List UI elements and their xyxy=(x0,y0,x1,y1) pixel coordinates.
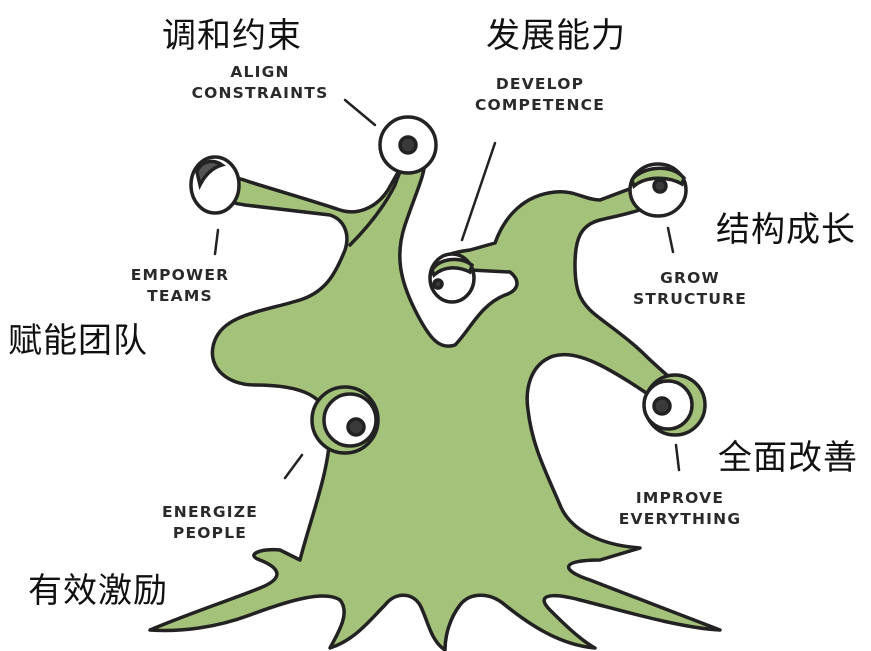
label-energize-people-en: ENERGIZE PEOPLE xyxy=(130,502,290,544)
monster-trunk xyxy=(148,150,722,651)
pointer-empower-teams xyxy=(213,228,220,256)
eye-align-constraints xyxy=(378,115,438,175)
pointer-align-constraints xyxy=(343,98,377,127)
label-align-constraints-line2: CONSTRAINTS xyxy=(191,84,329,102)
label-empower-teams-en: EMPOWER TEAMS xyxy=(105,265,255,307)
label-align-constraints-zh: 调和约束 xyxy=(162,16,302,56)
label-align-constraints-line1: ALIGN xyxy=(230,63,290,81)
label-improve-everything-line2: EVERYTHING xyxy=(618,510,742,528)
eye-empower-teams xyxy=(189,155,241,215)
label-grow-structure-line1: GROW xyxy=(660,269,720,287)
eye-grow-structure xyxy=(628,162,688,218)
label-energize-people-zh: 有效激励 xyxy=(28,571,168,611)
eye-improve-everything xyxy=(642,373,707,437)
label-empower-teams-zh: 赋能团队 xyxy=(8,321,148,361)
label-align-constraints-en: ALIGN CONSTRAINTS xyxy=(160,62,360,104)
label-develop-competence-zh: 发展能力 xyxy=(486,16,626,56)
pointer-energize-people xyxy=(283,453,304,480)
label-develop-competence-line1: DEVELOP xyxy=(495,75,585,93)
label-energize-people-line1: ENERGIZE xyxy=(161,503,258,521)
label-develop-competence-en: DEVELOP COMPETENCE xyxy=(440,74,640,116)
label-improve-everything-zh: 全面改善 xyxy=(718,438,858,478)
label-energize-people-line2: PEOPLE xyxy=(172,524,248,542)
label-empower-teams-line2: TEAMS xyxy=(147,287,213,305)
label-empower-teams-line1: EMPOWER xyxy=(130,266,230,284)
label-develop-competence-line2: COMPETENCE xyxy=(474,96,606,114)
label-improve-everything-en: IMPROVE EVERYTHING xyxy=(590,488,770,530)
label-grow-structure-en: GROW STRUCTURE xyxy=(600,268,780,310)
label-grow-structure-zh: 结构成长 xyxy=(716,210,856,250)
pointer-grow-structure xyxy=(666,226,675,254)
eye-develop-competence xyxy=(428,252,476,304)
label-grow-structure-line2: STRUCTURE xyxy=(632,290,748,308)
pointer-develop-competence xyxy=(460,141,497,242)
eye-energize-people xyxy=(310,385,380,455)
pointer-improve-everything xyxy=(674,443,681,472)
label-improve-everything-line1: IMPROVE xyxy=(635,489,725,507)
